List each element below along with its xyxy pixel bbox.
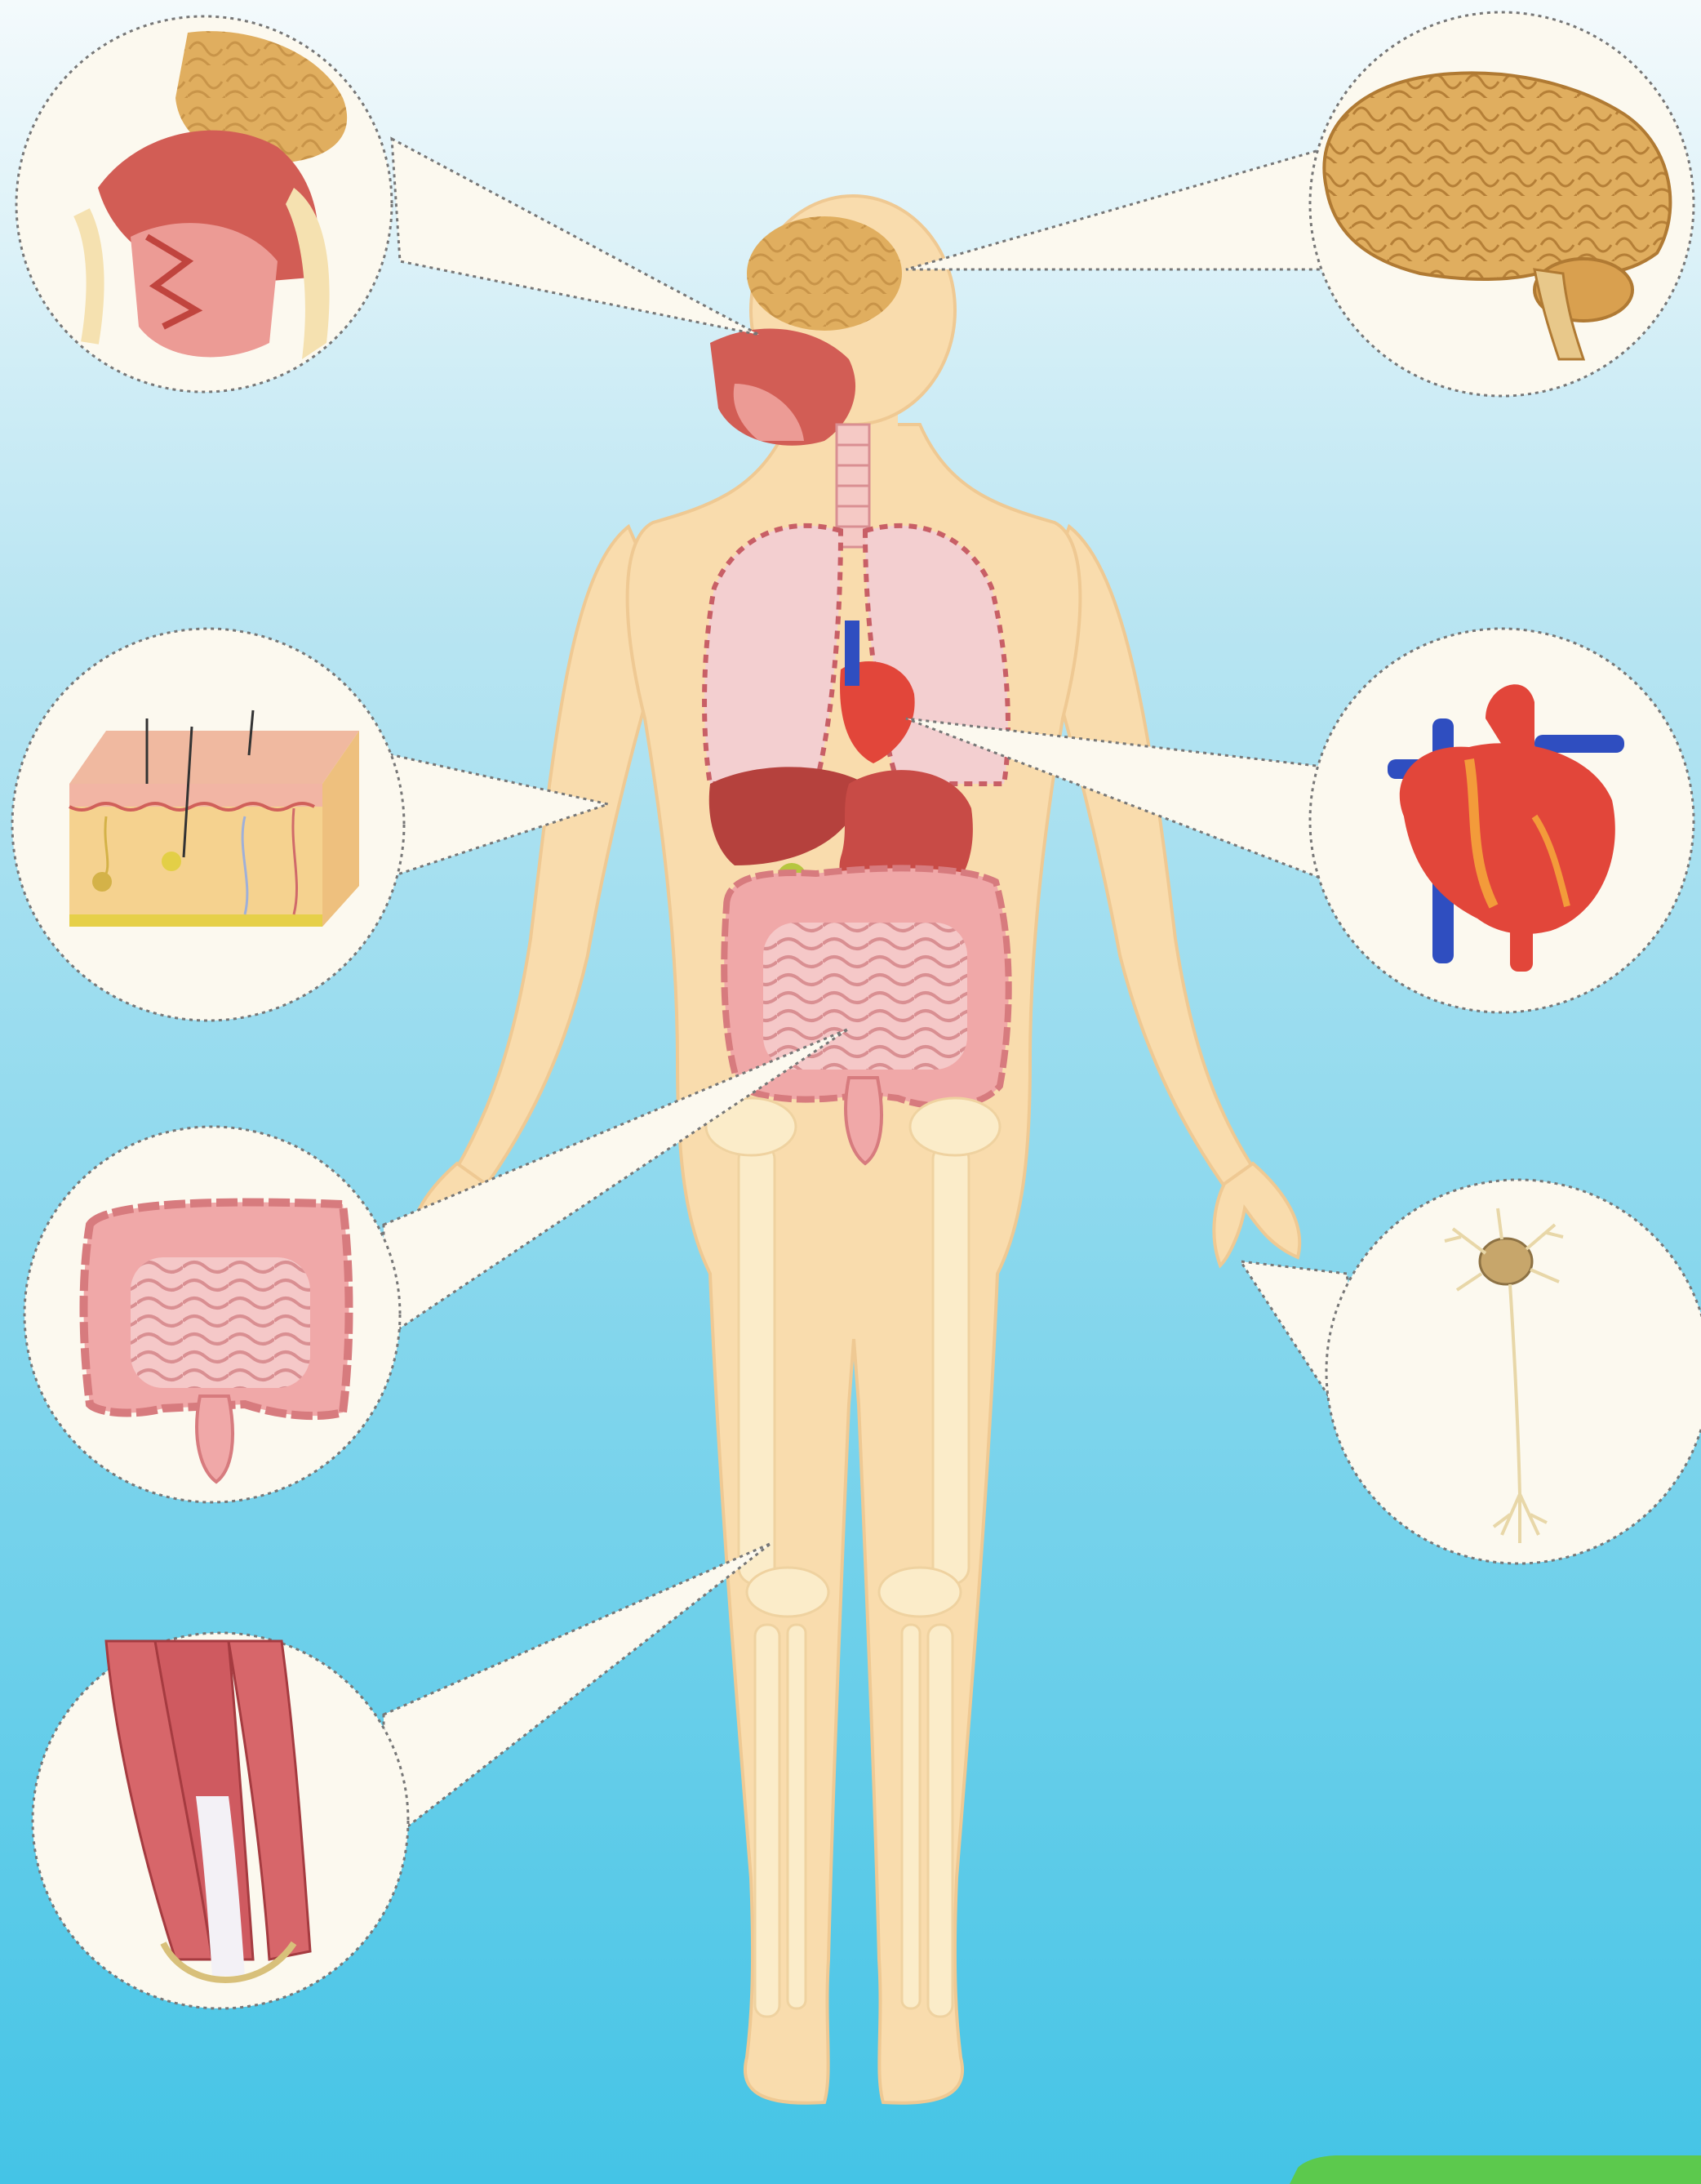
callout-neuron: [1326, 1180, 1701, 1563]
callout-brain: [1310, 12, 1694, 396]
callout-head-section: [16, 16, 392, 392]
corner-tab: [1290, 2155, 1701, 2184]
callout-muscle: [33, 1633, 408, 2008]
callout-heart: [1310, 629, 1694, 1012]
callout-skin: [12, 629, 404, 1021]
callout-intestines: [24, 1127, 400, 1502]
skin-layers-icon: [69, 710, 359, 927]
